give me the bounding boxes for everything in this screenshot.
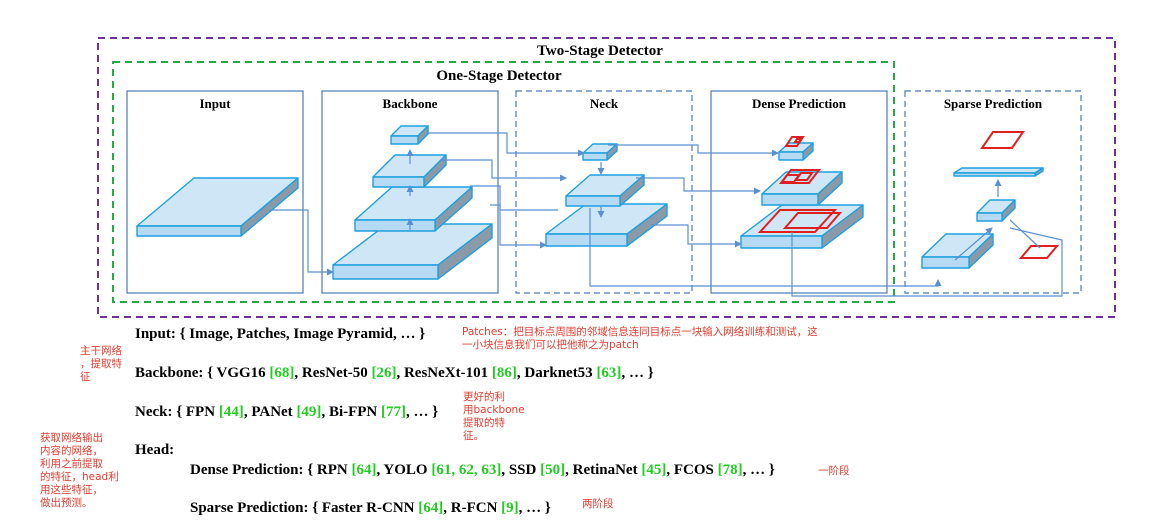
- head-note-line-1: 获取网络输出: [40, 432, 103, 444]
- one-stage-frame: [112, 61, 895, 303]
- connection-arrows: [270, 132, 1063, 297]
- one-stage-note-text: 一阶段: [818, 465, 850, 477]
- neck-text-2: , PANet: [243, 404, 297, 420]
- backbone-block-4: [390, 125, 429, 145]
- neck-note-line-3: 提取的特: [463, 417, 505, 429]
- input-line-text: Input: { Image, Patches, Image Pyramid, …: [135, 326, 426, 342]
- ref-bifpn: [77]: [381, 404, 407, 420]
- neck-panel: [515, 90, 693, 294]
- sparse-fc-layer: [953, 167, 1044, 177]
- backbone-panel: [321, 90, 499, 294]
- neck-line: Neck: { FPN [44], PANet [49], Bi-FPN [77…: [135, 404, 438, 421]
- neck-note-line-2: 用backbone: [463, 404, 525, 416]
- two-stage-frame: [97, 37, 1116, 318]
- patches-note: Patches：把目标点周围的邻域信息连同目标点一块输入网络训练和测试，这 一小…: [462, 326, 818, 352]
- backbone-text-2: , ResNet-50: [294, 365, 372, 381]
- ref-rfcn: [9]: [501, 500, 519, 516]
- two-stage-note-text: 两阶段: [582, 498, 614, 510]
- backbone-note-line-3: 征: [80, 371, 91, 383]
- sparse-text-2: , R-FCN: [443, 500, 502, 516]
- dense-panel-title: Dense Prediction: [752, 96, 847, 111]
- neck-text-4: , … }: [406, 404, 439, 420]
- backbone-panel-title: Backbone: [383, 96, 438, 111]
- sparse-panel-title: Sparse Prediction: [944, 96, 1043, 111]
- neck-text-3: , Bi-FPN: [321, 404, 382, 420]
- neck-block-3: [582, 143, 618, 161]
- head-note: 获取网络输出 内容的网络， 利用之前提取 的特征，head利 用这些特征， 做出…: [40, 432, 119, 510]
- head-line: Head:: [135, 442, 174, 459]
- one-stage-note: 一阶段: [818, 465, 850, 478]
- sparse-text-3: , … }: [518, 500, 551, 516]
- backbone-text-5: , … }: [621, 365, 654, 381]
- backbone-text-3: , ResNeXt-101: [396, 365, 492, 381]
- neck-note-line-1: 更好的利: [463, 391, 505, 403]
- one-stage-title: One-Stage Detector: [436, 68, 562, 84]
- dense-text-6: , … }: [742, 462, 775, 478]
- backbone-text-1: Backbone: { VGG16: [135, 365, 270, 381]
- two-stage-note: 两阶段: [582, 498, 614, 511]
- backbone-block-2: [354, 186, 473, 232]
- neck-note-line-4: 征。: [463, 430, 484, 442]
- sparse-block-2: [976, 199, 1016, 222]
- dense-text-3: , SSD: [501, 462, 541, 478]
- neck-block-1: [545, 203, 668, 247]
- dense-prediction-panel: [710, 90, 888, 294]
- ref-resnext101: [86]: [491, 365, 517, 381]
- ref-rpn: [64]: [351, 462, 377, 478]
- ref-fpn: [44]: [218, 404, 244, 420]
- ref-retinanet: [45]: [641, 462, 667, 478]
- head-note-line-2: 内容的网络，: [40, 445, 103, 457]
- sparse-line: Sparse Prediction: { Faster R-CNN [64], …: [190, 500, 551, 517]
- patches-note-line-1: Patches：把目标点周围的邻域信息连同目标点一块输入网络训练和测试，这: [462, 326, 818, 338]
- ref-ssd: [50]: [540, 462, 566, 478]
- ref-panet: [49]: [296, 404, 322, 420]
- head-note-line-5: 用这些特征，: [40, 484, 103, 496]
- patches-note-line-2: 一小块信息我们可以把他称之为patch: [462, 339, 639, 351]
- detector-architecture-diagram: Two-Stage Detector One-Stage Detector In…: [97, 37, 1116, 318]
- input-panel-title: Input: [199, 96, 231, 111]
- ref-resnet50: [26]: [371, 365, 397, 381]
- backbone-note-line-1: 主干网络: [80, 345, 122, 357]
- ref-faster-rcnn: [64]: [418, 500, 444, 516]
- backbone-note: 主干网络 ，提取特 征: [80, 345, 122, 384]
- sparse-prediction-boxes: [980, 131, 1060, 259]
- dense-block-1: [740, 204, 864, 249]
- input-line: Input: { Image, Patches, Image Pyramid, …: [135, 326, 425, 343]
- sparse-block-1: [921, 233, 994, 269]
- dense-text-2: , YOLO: [376, 462, 432, 478]
- backbone-block-3: [372, 154, 447, 188]
- dense-text-5: , FCOS: [666, 462, 718, 478]
- ref-yolo: [61, 62, 63]: [431, 462, 502, 478]
- dense-block-2: [761, 171, 843, 206]
- backbone-text-4: , Darknet53: [516, 365, 597, 381]
- backbone-block-1: [332, 223, 493, 280]
- backbone-note-line-2: ，提取特: [80, 358, 122, 370]
- ref-fcos: [78]: [717, 462, 743, 478]
- backbone-line: Backbone: { VGG16 [68], ResNet-50 [26], …: [135, 365, 654, 382]
- dense-text-4: , RetinaNet: [565, 462, 642, 478]
- ref-darknet53: [63]: [596, 365, 622, 381]
- sparse-text-1: Sparse Prediction: { Faster R-CNN: [190, 500, 419, 516]
- feature-blocks: [136, 125, 1044, 280]
- input-panel: [126, 90, 304, 294]
- dense-line: Dense Prediction: { RPN [64], YOLO [61, …: [190, 462, 775, 479]
- neck-text-1: Neck: { FPN: [135, 404, 219, 420]
- head-note-line-3: 利用之前提取: [40, 458, 103, 470]
- head-note-line-6: 做出预测。: [40, 497, 93, 509]
- input-image-block: [136, 177, 299, 237]
- ref-vgg16: [68]: [269, 365, 295, 381]
- dense-text-1: Dense Prediction: { RPN: [190, 462, 352, 478]
- neck-panel-title: Neck: [590, 96, 619, 111]
- dense-prediction-boxes: [757, 136, 843, 233]
- neck-block-2: [565, 174, 645, 207]
- head-label: Head:: [135, 442, 175, 458]
- neck-note: 更好的利 用backbone 提取的特 征。: [463, 391, 525, 443]
- sparse-prediction-panel: [904, 90, 1082, 294]
- head-note-line-4: 的特征，head利: [40, 471, 119, 483]
- two-stage-title: Two-Stage Detector: [537, 43, 663, 59]
